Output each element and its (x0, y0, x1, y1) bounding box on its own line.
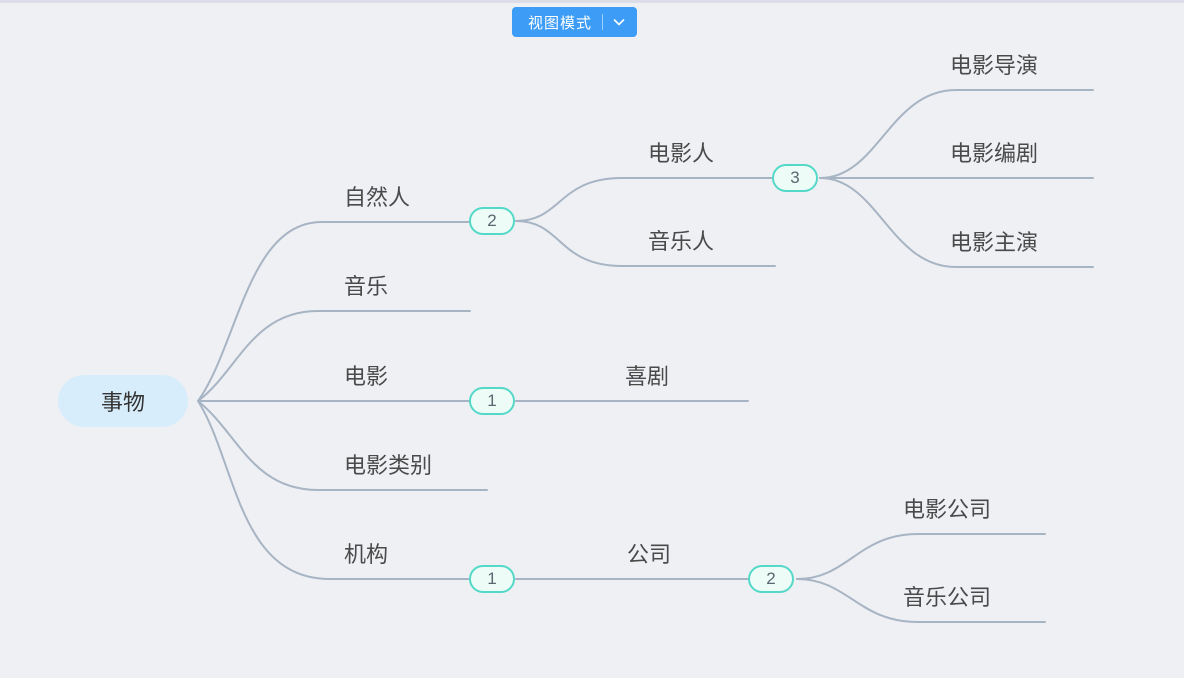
node-comedy[interactable]: 喜剧 (625, 364, 670, 389)
node-movie-person[interactable]: 电影人 (648, 141, 715, 166)
node-movie-director[interactable]: 电影导演 (950, 53, 1039, 78)
node-company[interactable]: 公司 (627, 542, 672, 567)
count-badge-organization[interactable]: 1 (469, 565, 515, 593)
connector-music (197, 310, 471, 402)
node-movie-company[interactable]: 电影公司 (903, 497, 992, 522)
connector-music-person (515, 220, 776, 267)
node-music-company[interactable]: 音乐公司 (903, 585, 992, 610)
view-mode-button[interactable]: 视图模式 (512, 7, 638, 37)
node-movie[interactable]: 电影 (344, 364, 389, 389)
count-badge-company[interactable]: 2 (748, 565, 794, 593)
view-mode-label: 视图模式 (528, 14, 593, 32)
root-node-label: 事物 (100, 390, 145, 415)
connector-music-company (796, 578, 1046, 623)
node-movie-lead-actor[interactable]: 电影主演 (950, 230, 1039, 255)
connector-movie-company (796, 533, 1046, 580)
connector-movie-category (197, 400, 488, 491)
chevron-down-icon[interactable] (613, 18, 625, 26)
connector-movie-lead-actor (819, 177, 1094, 268)
node-music[interactable]: 音乐 (344, 274, 389, 299)
count-badge-movie-person[interactable]: 3 (772, 164, 818, 192)
node-music-person[interactable]: 音乐人 (648, 229, 715, 254)
connector-organization (197, 400, 470, 580)
count-badge-natural-person[interactable]: 2 (469, 207, 515, 235)
node-movie-screenwriter[interactable]: 电影编剧 (950, 141, 1039, 166)
node-organization[interactable]: 机构 (344, 542, 389, 567)
count-badge-movie[interactable]: 1 (469, 387, 515, 415)
root-node[interactable]: 事物 (58, 375, 188, 427)
node-natural-person[interactable]: 自然人 (344, 185, 411, 210)
node-movie-category[interactable]: 电影类别 (344, 453, 433, 478)
connector-lines (197, 89, 1094, 623)
connector-movie-person (515, 177, 774, 222)
connector-natural-person (197, 221, 470, 402)
button-divider (602, 14, 604, 30)
connector-movie-director (819, 89, 1094, 179)
